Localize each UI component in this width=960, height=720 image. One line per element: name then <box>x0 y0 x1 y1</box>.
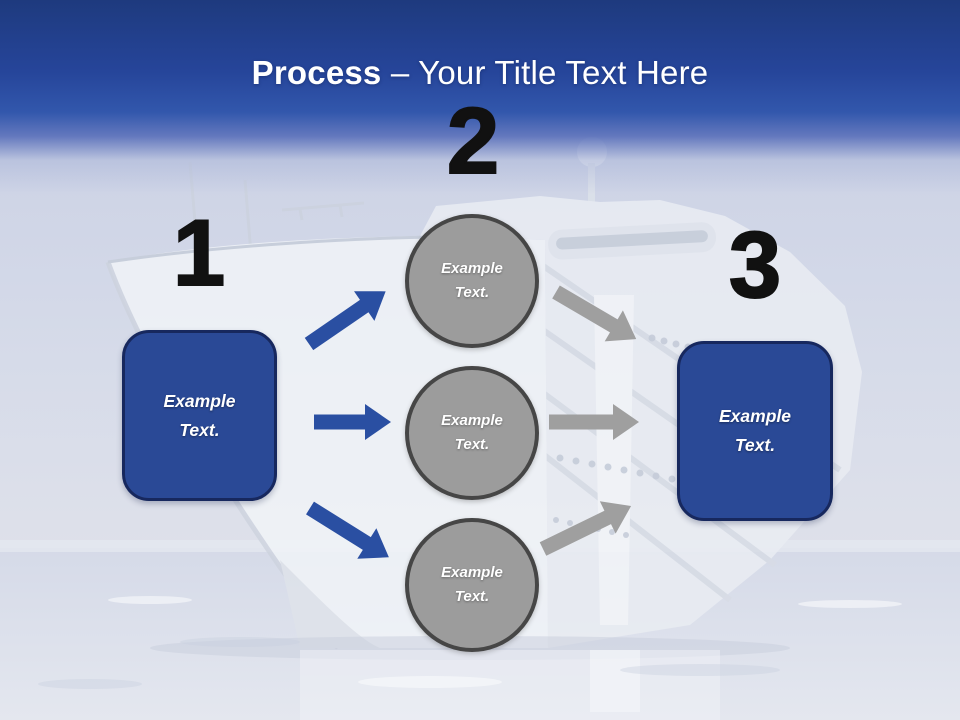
process-circle-middle-label: Example Text. <box>441 412 503 453</box>
funnel-reflection <box>590 650 640 712</box>
ship-funnel <box>594 295 634 625</box>
title-subtitle: – Your Title Text Here <box>390 54 709 91</box>
slide-title: Process – Your Title Text Here <box>0 54 960 92</box>
process-box-step3-label: Example Text. <box>719 406 791 455</box>
header-band <box>0 0 960 200</box>
step-number-3: 3 <box>728 212 782 317</box>
process-box-step1: Example Text. <box>122 330 277 501</box>
deck-rail <box>107 235 431 264</box>
hull-shadow <box>280 560 380 648</box>
ship-superstructure <box>420 196 862 648</box>
process-circle-top: Example Text. <box>405 214 539 348</box>
ship-bridge <box>548 222 717 260</box>
title-keyword: Process <box>251 54 382 91</box>
process-box-step3: Example Text. <box>677 341 833 521</box>
process-circle-middle: Example Text. <box>405 366 539 500</box>
process-circle-bottom: Example Text. <box>405 518 539 652</box>
step-number-2: 2 <box>446 88 500 193</box>
process-circle-top-label: Example Text. <box>441 260 503 301</box>
process-box-step1-label: Example Text. <box>163 390 236 440</box>
step-number-1: 1 <box>172 200 226 305</box>
process-circle-bottom-label: Example Text. <box>441 564 503 605</box>
water-ripples <box>38 596 902 689</box>
ship-yardarm-icon <box>281 201 365 221</box>
ship-reflection <box>300 650 720 720</box>
